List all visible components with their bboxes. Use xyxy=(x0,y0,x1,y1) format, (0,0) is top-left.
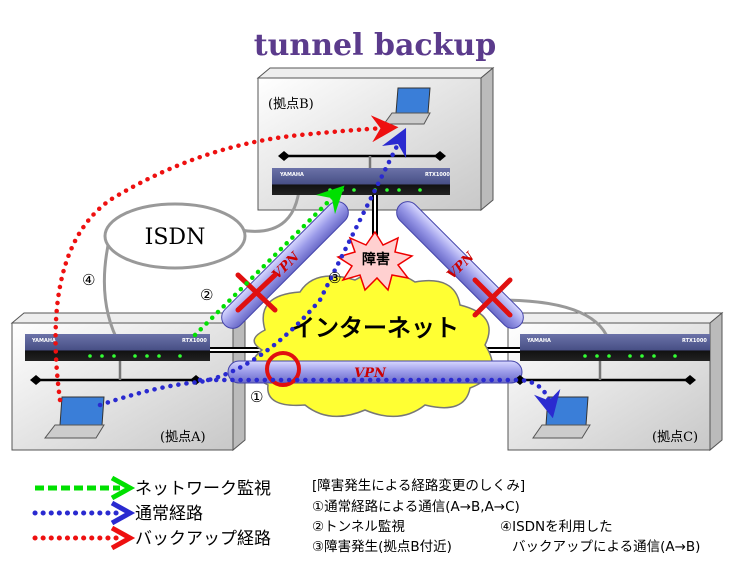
router-a: YAMAHA RTX1000 xyxy=(25,334,210,361)
vpn-label: VPN xyxy=(354,366,387,381)
router-model: RTX1000 xyxy=(182,338,207,344)
marker-1: ① xyxy=(250,388,263,406)
router-b: YAMAHA RTX1000 xyxy=(272,168,450,195)
note-2: ②トンネル監視 xyxy=(312,518,405,535)
marker-4: ④ xyxy=(82,271,95,289)
note-4b: バックアップによる通信(A→B) xyxy=(512,539,700,555)
internet-cloud: インターネット xyxy=(250,270,493,418)
legend-label: ネットワーク監視 xyxy=(135,479,271,499)
isdn-label: ISDN xyxy=(145,225,206,250)
step-markers: ① ② ③ ④ xyxy=(82,269,341,406)
lan-bars xyxy=(36,154,690,382)
explanation-notes: [障害発生による経路変更のしくみ] ①通常経路による通信(A→B,A→C) ②ト… xyxy=(312,477,700,555)
internet-label: インターネット xyxy=(291,314,459,342)
failure-burst: 障害 xyxy=(336,230,414,292)
note-1: ①通常経路による通信(A→B,A→C) xyxy=(312,499,520,515)
legend-item-monitor: ネットワーク監視 xyxy=(35,475,271,501)
tunnel-down-marks xyxy=(235,272,513,318)
legend-label: 通常経路 xyxy=(135,504,203,524)
site-a-label: (拠点A) xyxy=(160,430,206,445)
router-brand: YAMAHA xyxy=(526,338,551,344)
note-3: ③障害発生(拠点B付近) xyxy=(312,539,452,555)
legend-item-backup: バックアップ経路 xyxy=(32,525,271,551)
router-model: RTX1000 xyxy=(682,338,707,344)
site-c-label: (拠点C) xyxy=(652,430,698,445)
router-c: YAMAHA RTX1000 xyxy=(520,334,710,361)
failure-label: 障害 xyxy=(362,251,390,268)
legend-item-normal: 通常経路 xyxy=(32,500,203,526)
marker-3: ③ xyxy=(328,269,341,287)
marker-2: ② xyxy=(200,286,213,304)
monitor-path xyxy=(192,185,345,338)
laptop-a-icon xyxy=(43,396,105,439)
vpn-tube-a-c: VPN xyxy=(227,360,523,384)
normal-path-a-c xyxy=(197,377,561,419)
note-4a: ④ISDNを利用した xyxy=(500,519,613,535)
notes-heading: [障害発生による経路変更のしくみ] xyxy=(312,477,525,494)
isdn-cloud xyxy=(103,202,247,270)
router-brand: YAMAHA xyxy=(279,172,304,178)
normal-path-a-b xyxy=(97,127,407,408)
route-paths xyxy=(53,115,561,419)
legend: ネットワーク監視 通常経路 バックアップ経路 xyxy=(32,475,271,551)
router-model: RTX1000 xyxy=(425,172,450,178)
diagram-title: tunnel backup xyxy=(254,28,496,63)
site-b-label: (拠点B) xyxy=(268,97,314,112)
failure-detect-circle xyxy=(265,351,301,387)
router-brand: YAMAHA xyxy=(31,338,56,344)
legend-label: バックアップ経路 xyxy=(135,529,271,549)
